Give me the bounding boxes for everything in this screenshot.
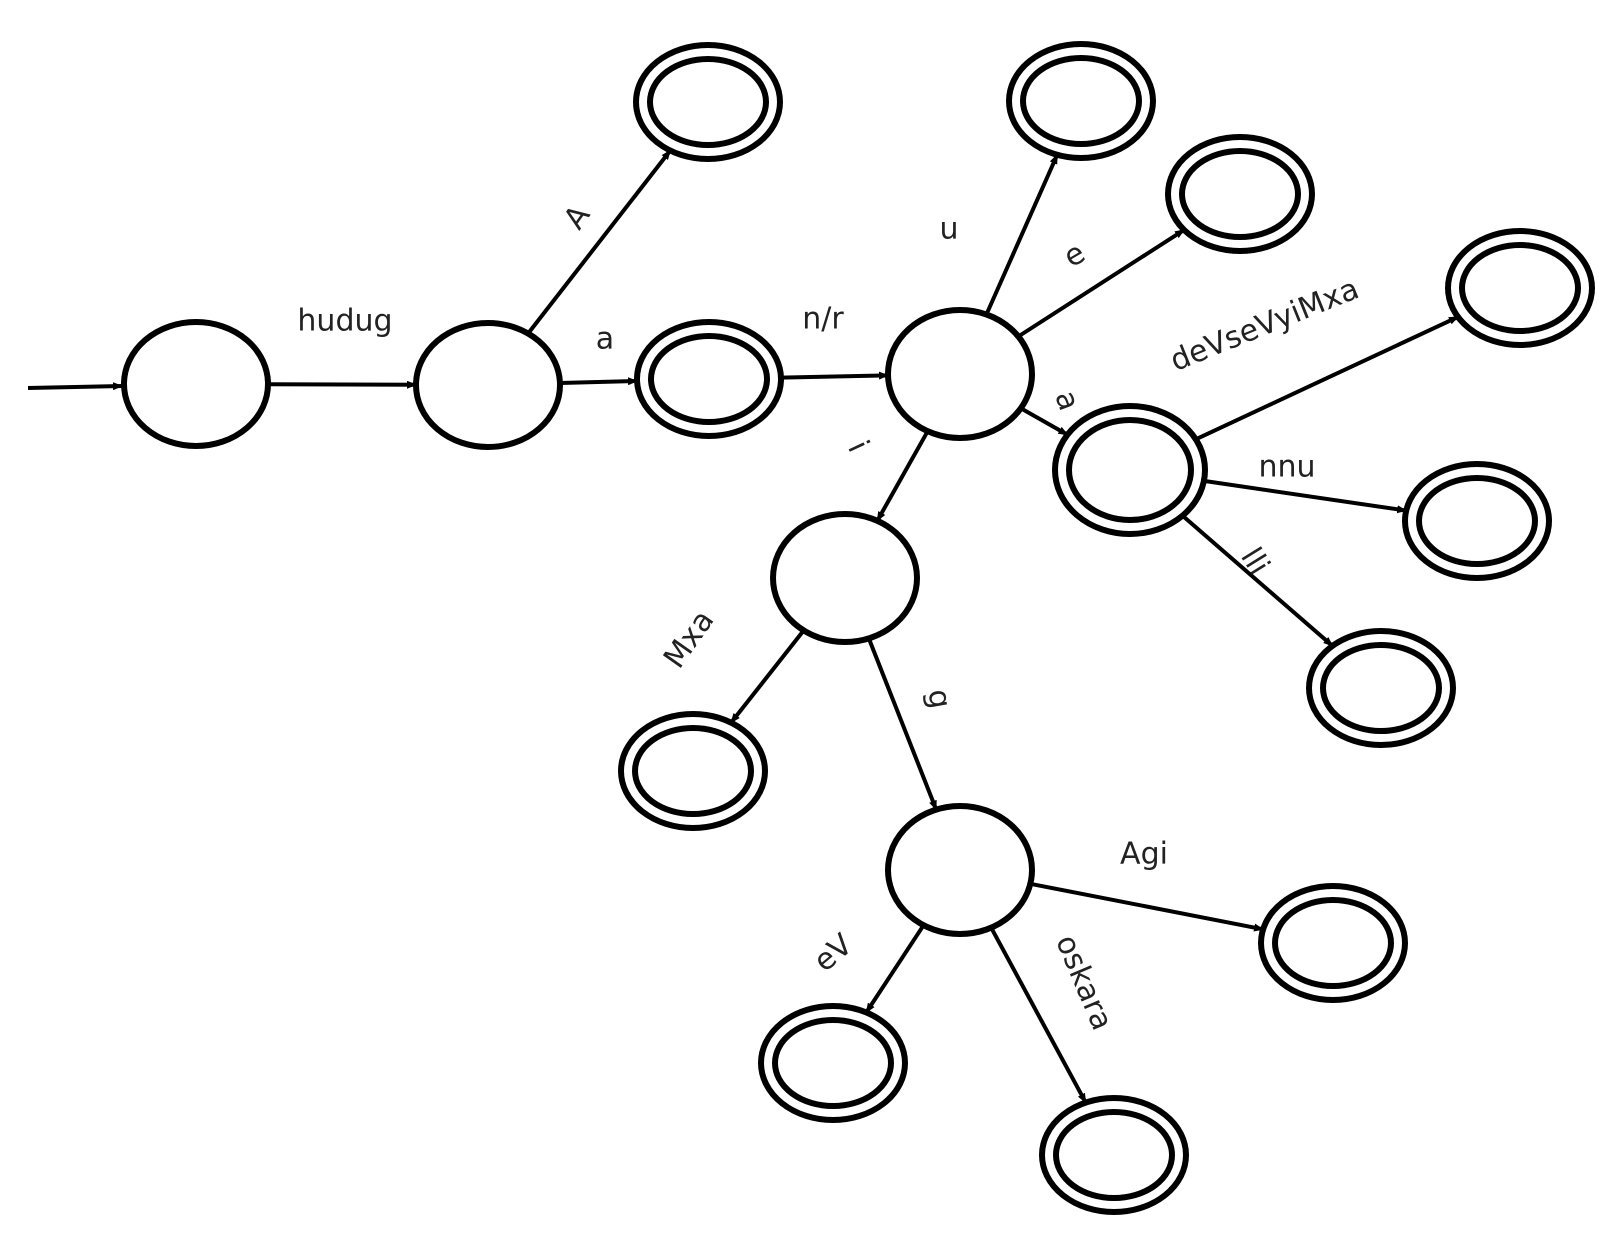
state-q1 [413, 320, 563, 450]
state-circle-q11 [770, 511, 920, 645]
transition-arrow-q4-q6 [1017, 228, 1186, 339]
transition-arrow-q7-q8 [1194, 315, 1459, 442]
state-circle-q13 [885, 803, 1035, 937]
start-arrow [27, 382, 123, 391]
accepting-state-q15 [1039, 1095, 1189, 1215]
transition-label-q13-q14: eV [807, 927, 860, 979]
accepting-state-q8 [1445, 228, 1595, 348]
state-circle-q14 [758, 1003, 908, 1123]
state-inner-circle-q8 [1459, 242, 1581, 334]
transition-arrow-q0-q1 [267, 380, 417, 389]
transition-label-q11-q12: Mxa [657, 604, 721, 675]
transition-arrow-q7-q10 [1181, 514, 1334, 648]
state-inner-circle-q15 [1053, 1109, 1175, 1201]
accepting-state-q14 [758, 1003, 908, 1123]
transition-label-q4-q6: e [1058, 235, 1091, 275]
state-inner-circle-q2 [647, 56, 769, 148]
state-inner-circle-q5 [1020, 55, 1142, 147]
transition-label-q1-q3: a [596, 322, 614, 357]
state-q13 [885, 803, 1035, 937]
state-inner-circle-q12 [632, 725, 754, 817]
accepting-state-q10 [1306, 628, 1456, 748]
transition-label-q1-q2: A [557, 199, 598, 236]
state-circle-q9 [1402, 461, 1552, 581]
transition-label-q3-q4: n/r [802, 302, 844, 337]
state-circle-q0 [121, 319, 271, 449]
state-circle-q4 [885, 307, 1035, 441]
transition-arrow-q4-q7 [1019, 406, 1069, 437]
transition-arrow-q1-q2 [526, 149, 672, 335]
accepting-state-q3 [634, 319, 784, 439]
transition-arrow-q11-q12 [729, 629, 806, 724]
transition-label-q7-q10: lli [1233, 542, 1276, 582]
states-layer [121, 41, 1595, 1215]
state-inner-circle-q16 [1272, 897, 1394, 989]
transition-label-q7-q8: deVseVyiMxa [1165, 271, 1363, 378]
state-circle-q16 [1258, 883, 1408, 1003]
transition-label-q4-q7: a [1047, 386, 1086, 415]
transition-arrow-q11-q13 [866, 637, 939, 811]
state-circle-q6 [1165, 134, 1315, 254]
transition-label-q7-q9: nnu [1258, 450, 1315, 485]
transition-label-q13-q15: oskara [1048, 930, 1119, 1036]
state-circle-q7 [1052, 403, 1208, 537]
state-inner-circle-q7 [1066, 417, 1194, 523]
state-q0 [121, 319, 271, 449]
transitions-layer [27, 149, 1459, 1104]
state-circle-q10 [1306, 628, 1456, 748]
state-q11 [770, 511, 920, 645]
state-inner-circle-q3 [648, 333, 770, 425]
accepting-state-q9 [1402, 461, 1552, 581]
state-inner-circle-q6 [1179, 148, 1301, 240]
state-inner-circle-q9 [1416, 475, 1538, 567]
state-circle-q5 [1006, 41, 1156, 161]
state-circle-q1 [413, 320, 563, 450]
transition-arrow-q13-q15 [989, 926, 1088, 1104]
accepting-state-q7 [1052, 403, 1208, 537]
transition-label-q0-q1: hudug [297, 304, 392, 339]
accepting-state-q16 [1258, 883, 1408, 1003]
transition-arrow-q3-q4 [780, 371, 889, 380]
transition-arrow-q4-q5 [984, 153, 1060, 316]
state-circle-q2 [633, 42, 783, 162]
state-circle-q12 [618, 711, 768, 831]
state-inner-circle-q10 [1320, 642, 1442, 734]
accepting-state-q6 [1165, 134, 1315, 254]
state-q4 [885, 307, 1035, 441]
transition-arrow-q13-q14 [864, 924, 926, 1014]
state-circle-q3 [634, 319, 784, 439]
transition-arrow-q13-q16 [1029, 881, 1265, 932]
state-inner-circle-q14 [772, 1017, 894, 1109]
accepting-state-q5 [1006, 41, 1156, 161]
transition-label-q4-q5: u [939, 212, 958, 247]
accepting-state-q2 [633, 42, 783, 162]
transition-arrow-q7-q9 [1203, 478, 1408, 514]
transition-label-q11-q13: g [920, 686, 958, 711]
state-circle-q15 [1039, 1095, 1189, 1215]
accepting-state-q12 [618, 711, 768, 831]
transition-label-q4-q11: i [840, 435, 875, 457]
transition-label-q13-q16: Agi [1120, 837, 1168, 872]
transition-arrow-q1-q3 [559, 377, 638, 386]
state-circle-q8 [1445, 228, 1595, 348]
transition-arrow-q4-q11 [875, 430, 930, 522]
